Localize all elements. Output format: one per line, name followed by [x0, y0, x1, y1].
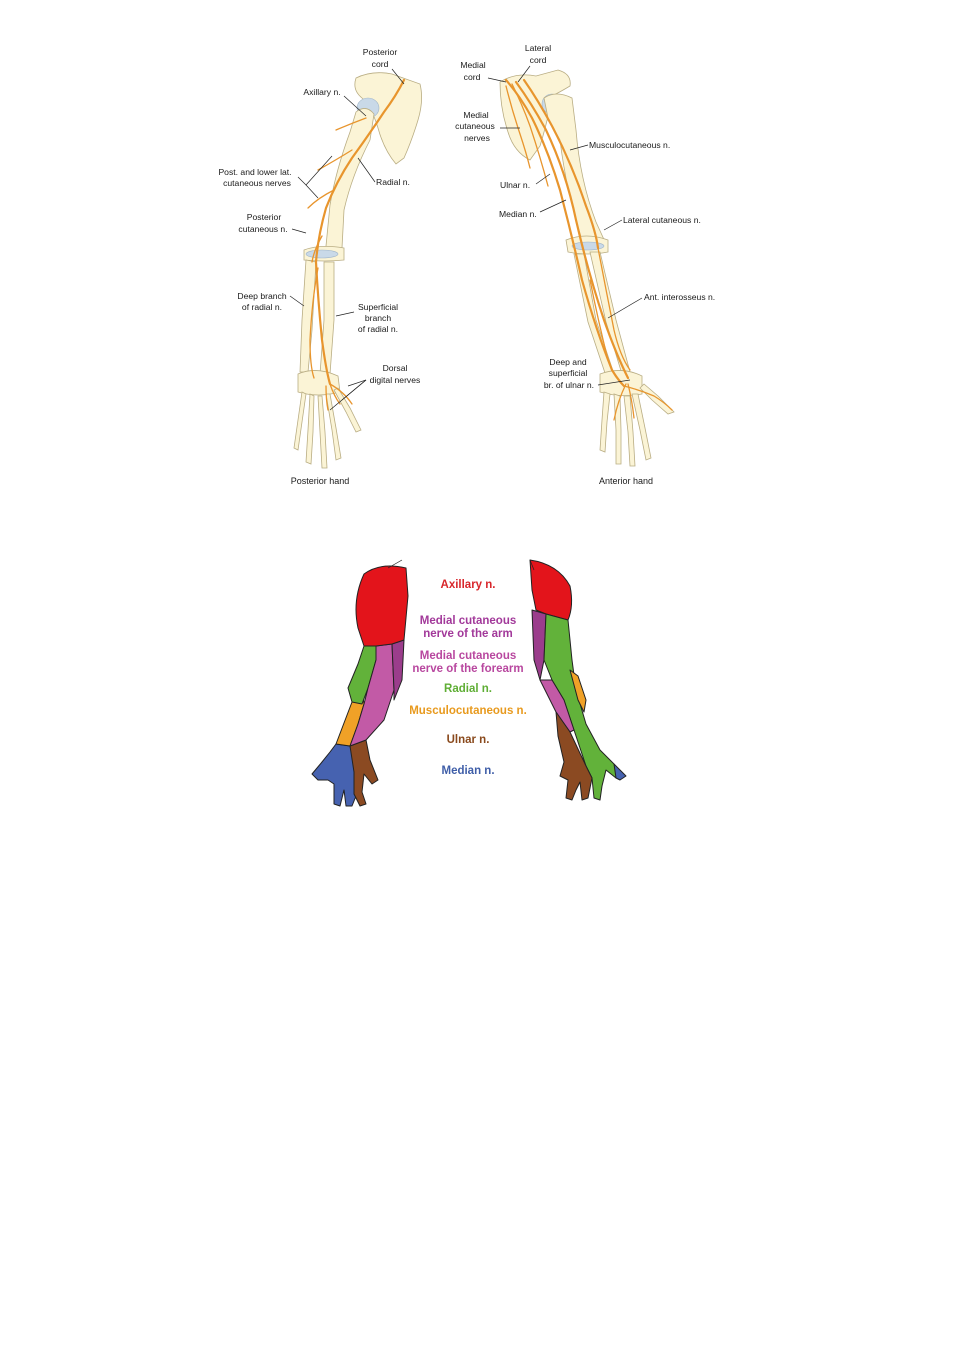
posterior-arm-diagram: Posterior cord Axillary n. Post. and lowe… [218, 47, 422, 486]
label-superficial-branch-1: Superficial [358, 302, 398, 312]
label-medial-cutaneous-2: cutaneous [455, 121, 495, 131]
label-medial-cutaneous-1: Medial [463, 110, 488, 120]
label-deep-branch-1: Deep branch [237, 291, 286, 301]
label-axillary-nerve: Axillary n. [303, 87, 340, 97]
label-deep-branch-2: of radial n. [242, 302, 282, 312]
label-radial-nerve: Radial n. [376, 177, 410, 187]
left-arm-dermatomes [311, 559, 409, 807]
label-medial-cutaneous-3: nerves [464, 133, 490, 143]
left-region-axillary [355, 565, 409, 647]
label-musculocutaneous-nerve: Musculocutaneous n. [589, 140, 670, 150]
label-lateral-cord-1: Lateral [525, 43, 551, 53]
posterior-arm-labels: Posterior cord Axillary n. Post. and lowe… [218, 47, 420, 486]
label-medial-cord-2: cord [464, 72, 481, 82]
left-region-ulnar [349, 739, 379, 807]
right-arm-dermatomes [529, 559, 627, 801]
label-dorsal-digital-1: Dorsal [383, 363, 408, 373]
right-region-ulnar [555, 711, 593, 801]
caption-posterior-hand: Posterior hand [291, 476, 350, 486]
label-lateral-cutaneous-nerve: Lateral cutaneous n. [623, 215, 701, 225]
label-ulnar-nerve: Ulnar n. [500, 180, 530, 190]
anterior-arm-bones [499, 69, 675, 467]
label-deep-superficial-3: br. of ulnar n. [544, 380, 594, 390]
label-superficial-branch-3: of radial n. [358, 324, 398, 334]
label-deep-superficial-1: Deep and [549, 357, 586, 367]
legend-median: Median n. [441, 765, 494, 777]
label-median-nerve: Median n. [499, 209, 537, 219]
posterior-arm-bones [293, 72, 422, 469]
label-posterior-cutaneous-2: cutaneous n. [238, 224, 287, 234]
legend-radial: Radial n. [444, 683, 492, 695]
label-superficial-branch-2: branch [365, 313, 391, 323]
right-region-musculocutaneous [569, 669, 587, 713]
caption-anterior-hand: Anterior hand [599, 476, 653, 486]
label-post-lower-lat-1: Post. and lower lat. [218, 167, 291, 177]
right-region-medial-arm [531, 609, 547, 681]
label-posterior-cord-1: Posterior [363, 47, 398, 57]
label-posterior-cord-2: cord [372, 59, 389, 69]
right-region-median [613, 763, 627, 781]
left-region-medial-arm [391, 639, 405, 701]
posterior-arm-nerves [307, 78, 406, 411]
legend-axillary: Axillary n. [441, 579, 496, 591]
anterior-arm-nerves [504, 78, 673, 421]
posterior-arm-leaders [289, 68, 405, 411]
legend-ulnar: Ulnar n. [447, 734, 490, 746]
label-deep-superficial-2: superficial [549, 368, 588, 378]
legend-musculocutaneous: Musculocutaneous n. [409, 705, 527, 717]
label-medial-cord-1: Medial [460, 60, 485, 70]
label-ant-interosseus-nerve: Ant. interosseus n. [644, 292, 715, 302]
label-post-lower-lat-2: cutaneous nerves [223, 178, 291, 188]
label-lateral-cord-2: cord [530, 55, 547, 65]
label-dorsal-digital-2: digital nerves [370, 375, 421, 385]
label-posterior-cutaneous-1: Posterior [247, 212, 282, 222]
svg-text:Post. and lower lat.cutaneous: Post. and lower lat.cutaneous nerves [218, 167, 291, 188]
anterior-arm-leaders [487, 65, 643, 386]
